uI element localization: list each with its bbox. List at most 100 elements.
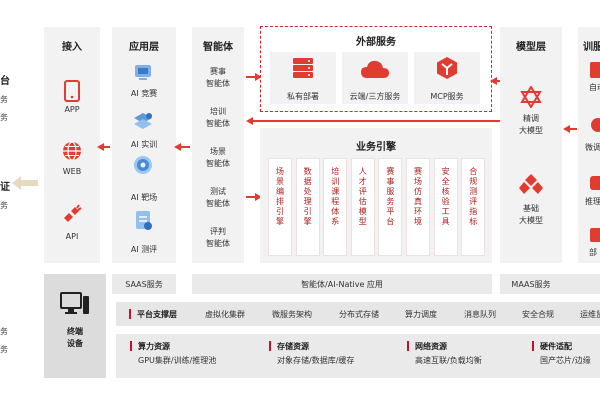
model-to-agent-arrow <box>250 120 506 122</box>
engine-cell[interactable] <box>268 158 292 256</box>
model-panel <box>500 27 562 263</box>
training-item: 自动 <box>589 83 600 92</box>
engine-cell[interactable] <box>461 158 486 256</box>
platform-item: 运维监 <box>580 310 600 319</box>
resource-marker <box>407 341 409 351</box>
engine-cell[interactable] <box>378 158 403 256</box>
engine-cell-label: 赛 场 仿 真 环 境 <box>414 167 422 226</box>
training-item: 部 <box>589 248 597 257</box>
engine-cell-label: 人 才 评 估 模 型 <box>358 167 367 226</box>
platform-item: 分布式存储 <box>339 310 379 319</box>
platform-marker <box>129 309 131 319</box>
ai-evaluation-icon[interactable] <box>133 209 153 231</box>
model-item[interactable]: 精调 大模型 <box>519 114 543 135</box>
resource-desc: GPU集群/训练/推理池 <box>138 356 217 365</box>
engine-cell[interactable] <box>350 158 375 256</box>
left-edge-char: 务 <box>0 201 8 210</box>
agent-item[interactable]: 培训 智能体 <box>206 107 230 128</box>
cloud-icon <box>361 60 389 78</box>
left-edge-char: 台 <box>0 76 10 87</box>
external-item-label: MCP服务 <box>430 92 464 101</box>
agent-title: 智能体 <box>203 42 233 53</box>
app-item-label[interactable]: AI 测评 <box>130 245 158 254</box>
resource-marker <box>269 341 271 351</box>
engine-cell[interactable] <box>295 158 320 256</box>
engine-cell-label: 场 景 编 排 引 擎 <box>276 167 284 226</box>
training-item: 微调 <box>585 143 600 152</box>
saas-band-label: SAAS服务 <box>125 280 163 289</box>
training-service-panel <box>578 27 600 263</box>
arrow-head-icon <box>255 193 262 201</box>
access-item-web[interactable]: WEB <box>62 167 82 176</box>
app-item-label[interactable]: AI 实训 <box>130 140 158 149</box>
engine-cell-label: 合 规 测 评 指 标 <box>469 167 478 226</box>
app-to-access-arrow <box>102 146 110 148</box>
app-item-label[interactable]: AI 竞赛 <box>130 89 158 98</box>
engine-cell[interactable] <box>406 158 430 256</box>
external-item-label: 云端/三方服务 <box>349 92 401 101</box>
ai-range-icon[interactable] <box>133 155 153 175</box>
native-band <box>192 274 492 294</box>
saas-band <box>112 274 176 294</box>
agent-panel <box>192 27 244 263</box>
engine-cell-label: 安 全 核 验 工 具 <box>441 167 450 226</box>
ai-training-icon[interactable] <box>131 110 155 134</box>
arrow-head-icon <box>563 125 570 133</box>
model-item[interactable]: 基础 大模型 <box>519 204 543 225</box>
resource-title: 网络资源 <box>415 342 447 351</box>
maas-band-label: MAAS服务 <box>511 280 551 289</box>
access-title: 接入 <box>62 42 82 53</box>
engine-cell-label: 赛 事 服 务 平 台 <box>386 167 395 226</box>
arrow-head-icon <box>97 143 104 151</box>
native-band-label: 智能体/AI-Native 应用 <box>301 280 383 289</box>
engine-cell-label: 数 据 处 理 引 擎 <box>303 167 312 226</box>
app-item-label[interactable]: AI 靶场 <box>130 193 158 202</box>
inference-icon <box>590 176 600 190</box>
api-plug-icon[interactable] <box>61 203 83 223</box>
access-item-api[interactable]: API <box>65 232 79 241</box>
engine-cell[interactable] <box>433 158 458 256</box>
ai-competition-icon[interactable] <box>132 62 154 82</box>
training-service-title: 训服 <box>583 42 600 53</box>
star-model-icon <box>520 86 542 108</box>
mcp-cube-icon <box>437 57 457 79</box>
resource-desc: 国产芯片/边缘 <box>540 356 591 365</box>
engine-cell-label: 培 训 课 程 体 系 <box>331 167 340 226</box>
resource-desc: 对象存储/数据库/缓存 <box>277 356 355 365</box>
external-title: 外部服务 <box>356 37 396 48</box>
agent-item[interactable]: 场景 智能体 <box>206 147 230 168</box>
resource-title: 算力资源 <box>138 342 170 351</box>
terminal-label: 终端 设备 <box>67 327 83 348</box>
platform-item: 消息队列 <box>464 310 496 319</box>
left-edge-char: 务 <box>0 327 8 336</box>
agent-item[interactable]: 测试 智能体 <box>206 187 230 208</box>
platform-item: 微服务架构 <box>272 310 312 319</box>
maas-band <box>500 274 600 294</box>
engine-cell[interactable] <box>323 158 348 256</box>
mobile-app-icon[interactable] <box>63 80 81 102</box>
output-arrow-icon <box>12 176 38 190</box>
left-edge-char: 务 <box>0 95 8 104</box>
agent-item[interactable]: 评判 智能体 <box>206 227 230 248</box>
left-edge-char: 务 <box>0 113 8 122</box>
arrow-head-icon <box>246 117 253 125</box>
external-item-label: 私有部署 <box>287 92 319 101</box>
agent-item[interactable]: 赛事 智能体 <box>206 67 230 88</box>
deploy-icon <box>590 228 600 242</box>
web-globe-icon[interactable] <box>62 141 82 161</box>
resource-desc: 高速互联/负载均衡 <box>415 356 482 365</box>
resource-title: 硬件适配 <box>540 342 572 351</box>
resource-title: 存储资源 <box>277 342 309 351</box>
resource-marker <box>130 341 132 351</box>
access-item-app[interactable]: APP <box>64 105 80 114</box>
model-title: 模型层 <box>516 42 546 53</box>
app-layer-title: 应用层 <box>129 42 159 53</box>
desktop-computer-icon <box>60 292 89 314</box>
agent-to-engine-arrow <box>246 196 256 198</box>
arrow-head-icon <box>255 73 262 81</box>
auto-training-icon <box>590 62 600 78</box>
platform-title: 平台支撑层 <box>137 310 177 319</box>
resource-marker <box>532 341 534 351</box>
base-model-icon <box>519 174 543 194</box>
resource-row <box>116 334 600 378</box>
